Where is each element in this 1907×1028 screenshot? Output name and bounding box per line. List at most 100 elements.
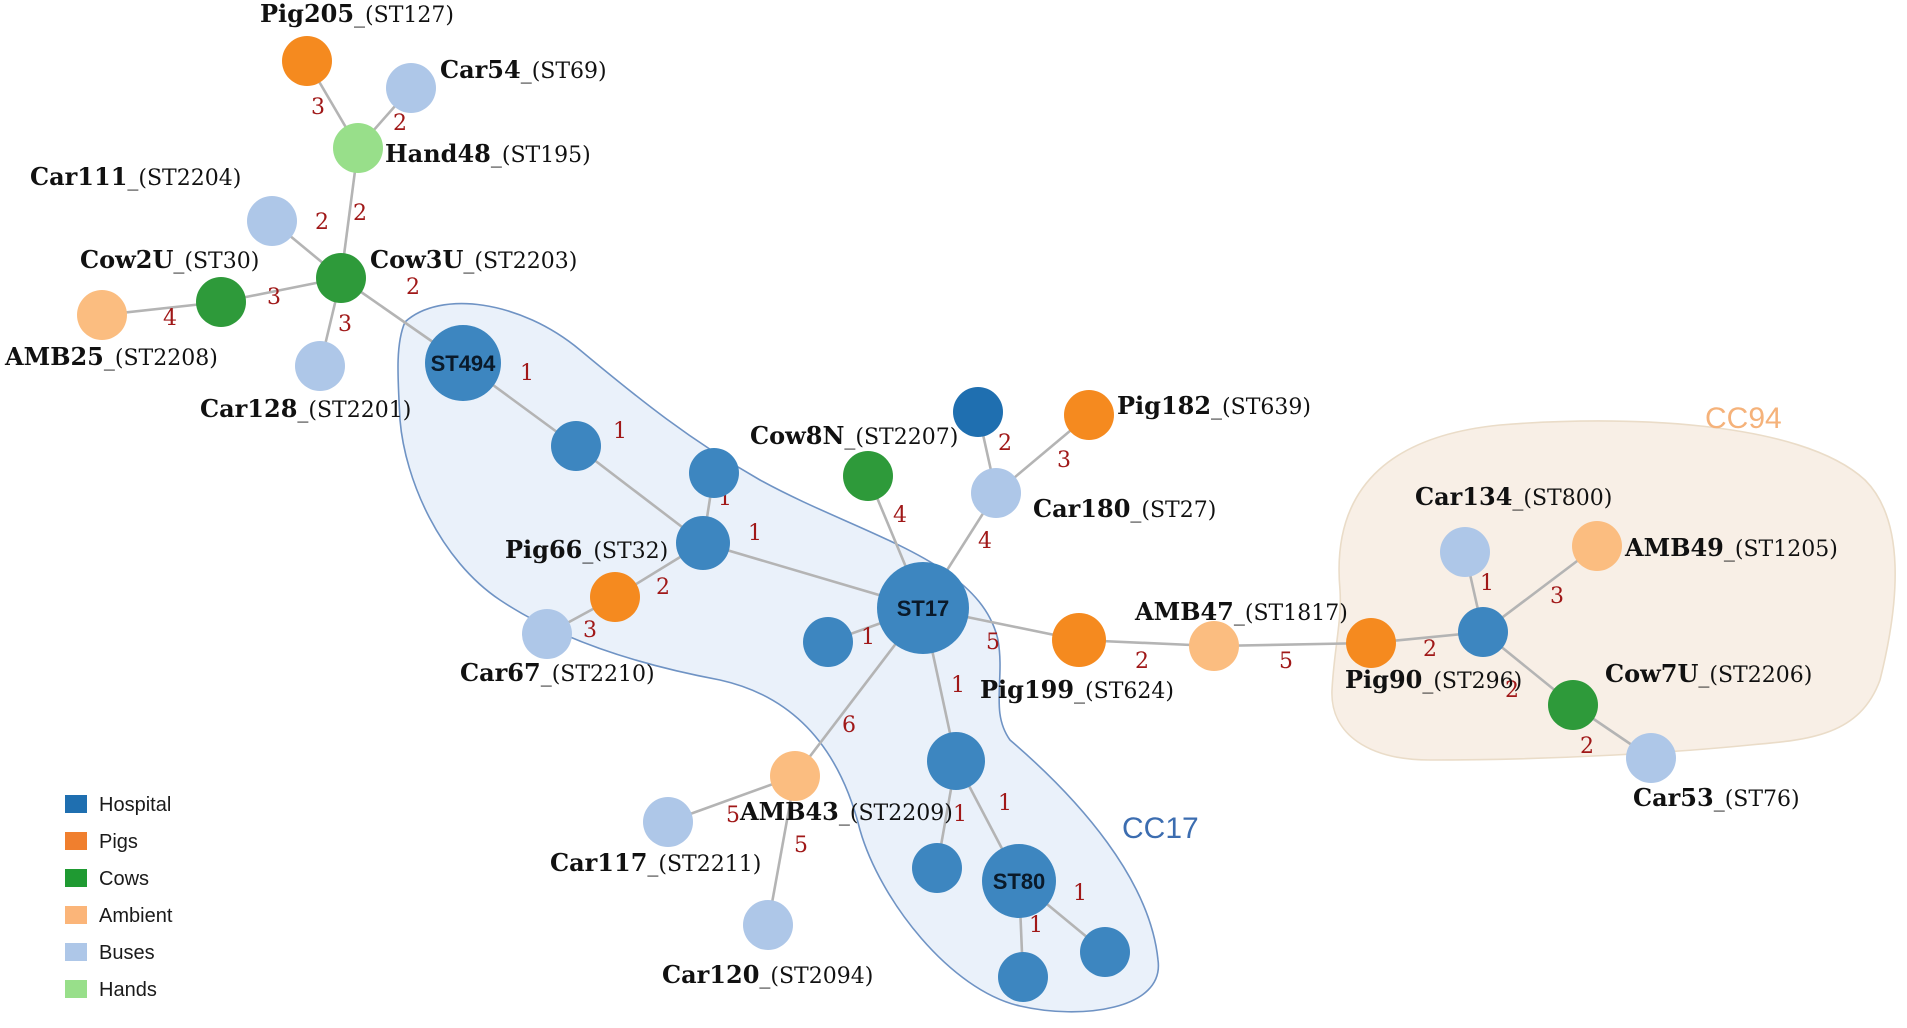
edge-weight-amb43-car120: 5 (794, 833, 808, 858)
legend-swatch-pigs (65, 832, 87, 850)
node-name: Car67 (460, 658, 541, 687)
node-amb43[interactable] (770, 751, 820, 801)
edge-weight-st80-h9: 1 (1073, 881, 1087, 906)
node-label-pig205: Pig205_(ST127) (260, 0, 454, 28)
node-car111[interactable] (247, 196, 297, 246)
edge-weight-cow3u-st494: 2 (406, 275, 420, 300)
node-name: Car180 (1033, 494, 1130, 523)
node-pig66[interactable] (590, 572, 640, 622)
node-sequence-type: _(ST32) (582, 539, 668, 564)
edge-amb43-car120 (766, 775, 797, 926)
edge-weight-pig182-car180: 3 (1057, 448, 1071, 473)
node-car180[interactable] (971, 468, 1021, 518)
node-label-car180: Car180_(ST27) (1033, 494, 1216, 523)
node-cow3u[interactable] (316, 253, 366, 303)
node-amb49[interactable] (1572, 521, 1622, 571)
node-sequence-type: _(ST2209) (839, 801, 953, 826)
node-st17[interactable] (877, 562, 969, 654)
node-st494[interactable] (425, 325, 501, 401)
edge-amb47-pig90 (1213, 641, 1372, 648)
node-label-cow8n: Cow8N_(ST2207) (750, 421, 958, 450)
node-h7[interactable] (927, 732, 985, 790)
node-label-car134: Car134_(ST800) (1415, 482, 1612, 511)
legend-swatch-ambient (65, 906, 87, 924)
node-h10[interactable] (998, 952, 1048, 1002)
node-label-amb43: AMB43_(ST2209) (739, 797, 953, 826)
node-name: AMB47 (1134, 597, 1234, 626)
edge-weight-pig66-car67: 3 (583, 618, 597, 643)
node-label-amb25: AMB25_(ST2208) (4, 342, 218, 371)
node-sequence-type: _(ST2206) (1698, 663, 1812, 688)
node-h1[interactable] (551, 421, 601, 471)
node-cow7u[interactable] (1548, 680, 1598, 730)
edge-weight-amb47-pig90: 5 (1279, 649, 1293, 674)
edge-weight-cow2u-amb25: 4 (163, 306, 177, 331)
node-st80[interactable] (982, 844, 1056, 918)
edge-weight-hand48-cow3u: 2 (353, 201, 367, 226)
node-car53[interactable] (1626, 733, 1676, 783)
node-car67[interactable] (522, 609, 572, 659)
node-label-cow3u: Cow3U_(ST2203) (370, 245, 577, 274)
edge-weight-amb43-car117: 5 (726, 803, 740, 828)
node-car54[interactable] (386, 63, 436, 113)
edge-weight-h7-st80: 1 (998, 791, 1012, 816)
node-label-car120: Car120_(ST2094) (662, 960, 873, 989)
node-cow8n[interactable] (843, 451, 893, 501)
node-sequence-type: _(ST30) (173, 249, 259, 274)
edge-weight-pig199-amb47: 2 (1135, 649, 1149, 674)
node-sequence-type: _(ST69) (521, 59, 607, 84)
node-name: Cow3U (370, 245, 463, 274)
node-sequence-type: _(ST639) (1211, 395, 1311, 420)
edge-weight-st80-h10: 1 (1029, 913, 1043, 938)
edge-weight-pig90-h6: 2 (1423, 637, 1437, 662)
node-label-pig182: Pig182_(ST639) (1117, 391, 1311, 420)
legend-swatch-hands (65, 980, 87, 998)
node-car134[interactable] (1440, 527, 1490, 577)
node-h4[interactable] (803, 617, 853, 667)
node-pig182[interactable] (1064, 390, 1114, 440)
edge-weight-st17-amb43: 6 (842, 713, 856, 738)
node-name: Cow7U (1605, 659, 1698, 688)
node-labels: Pig205_(ST127)Car54_(ST69)Hand48_(ST195)… (4, 0, 1838, 989)
node-cow2u[interactable] (196, 277, 246, 327)
node-pig90[interactable] (1346, 618, 1396, 668)
node-label-car128: Car128_(ST2201) (200, 394, 411, 423)
edge-weight-car180-st17: 4 (978, 529, 992, 554)
node-label-amb49: AMB49_(ST1205) (1624, 533, 1838, 562)
node-car128[interactable] (295, 341, 345, 391)
node-label-amb47: AMB47_(ST1817) (1134, 597, 1348, 626)
node-sequence-type: _(ST195) (491, 143, 591, 168)
node-label-pig90: Pig90_(ST296) (1345, 665, 1522, 694)
edge-weight-h6-cow7u: 2 (1505, 678, 1519, 703)
node-sequence-type: _(ST800) (1512, 486, 1612, 511)
edge-weight-cow3u-cow2u: 3 (267, 285, 281, 310)
node-h3[interactable] (676, 516, 730, 570)
node-pig199[interactable] (1052, 613, 1106, 667)
node-pig205[interactable] (282, 36, 332, 86)
node-h2[interactable] (689, 448, 739, 498)
node-h9[interactable] (1080, 927, 1130, 977)
node-name: Pig66 (505, 535, 582, 564)
edge-weight-cow7u-car53: 2 (1580, 734, 1594, 759)
edge-weight-h3-pig66: 2 (656, 575, 670, 600)
node-h5[interactable] (953, 387, 1003, 437)
node-h8[interactable] (912, 843, 962, 893)
edge-weight-h7-h8: 1 (953, 802, 967, 827)
node-car120[interactable] (743, 900, 793, 950)
node-car117[interactable] (643, 797, 693, 847)
cluster-region-cc94 (1331, 420, 1896, 761)
node-h6[interactable] (1458, 607, 1508, 657)
node-name: Hand48 (385, 139, 491, 168)
node-name: Cow8N (750, 421, 844, 450)
node-amb25[interactable] (77, 290, 127, 340)
legend-label-cows: Cows (99, 868, 149, 890)
node-inner-label-st17: ST17 (897, 596, 950, 621)
node-sequence-type: _(ST1205) (1724, 537, 1838, 562)
node-sequence-type: _(ST2211) (647, 852, 761, 877)
node-amb47[interactable] (1189, 621, 1239, 671)
node-label-car67: Car67_(ST2210) (460, 658, 655, 687)
node-hand48[interactable] (333, 123, 383, 173)
